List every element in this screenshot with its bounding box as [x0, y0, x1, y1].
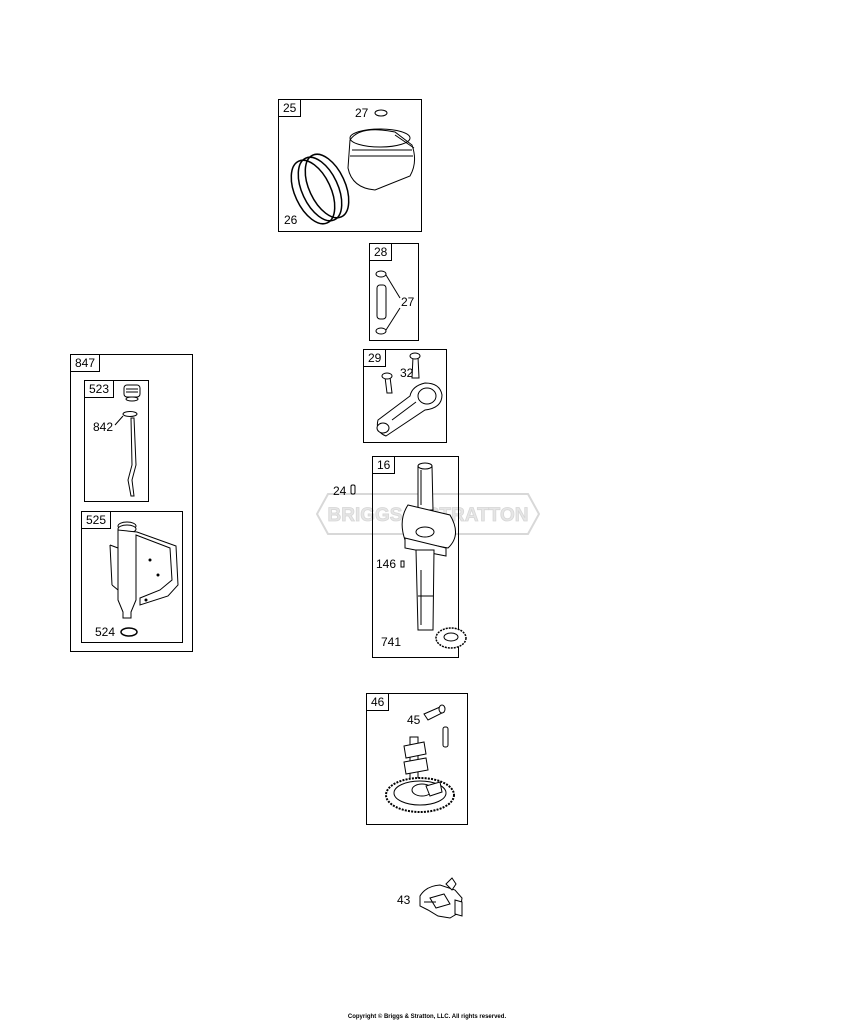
part-number-46: 46 — [366, 693, 390, 711]
part-number-25: 25 — [278, 99, 302, 117]
part-group-16: 16 — [372, 456, 459, 658]
part-group-28: 28 — [369, 243, 419, 341]
part-number-842: 842 — [93, 420, 114, 434]
part-number-29: 29 — [363, 349, 387, 367]
part-number-27-pin-clips: 27 — [401, 295, 415, 309]
part-group-25: 25 — [278, 99, 422, 232]
part-number-16: 16 — [372, 456, 396, 474]
part-group-525: 525 — [81, 511, 183, 643]
part-number-525: 525 — [81, 511, 112, 529]
part-number-45: 45 — [407, 713, 421, 727]
part-number-32: 32 — [400, 366, 414, 380]
part-number-524: 524 — [95, 625, 116, 639]
part-number-24: 24 — [333, 484, 347, 498]
part-group-46: 46 — [366, 693, 468, 825]
part-number-146: 146 — [376, 557, 397, 571]
part-number-523: 523 — [84, 380, 115, 398]
part-number-26: 26 — [284, 213, 298, 227]
copyright-notice: Copyright © Briggs & Stratton, LLC. All … — [347, 1014, 507, 1020]
part-number-741: 741 — [381, 635, 402, 649]
part-number-847: 847 — [70, 354, 101, 372]
part-group-847: 847 — [70, 354, 193, 652]
part-number-28: 28 — [369, 243, 393, 261]
part-group-523: 523 — [84, 380, 149, 502]
part-number-43: 43 — [397, 893, 411, 907]
part-group-29: 29 — [363, 349, 447, 443]
part-number-27-clip: 27 — [355, 106, 369, 120]
